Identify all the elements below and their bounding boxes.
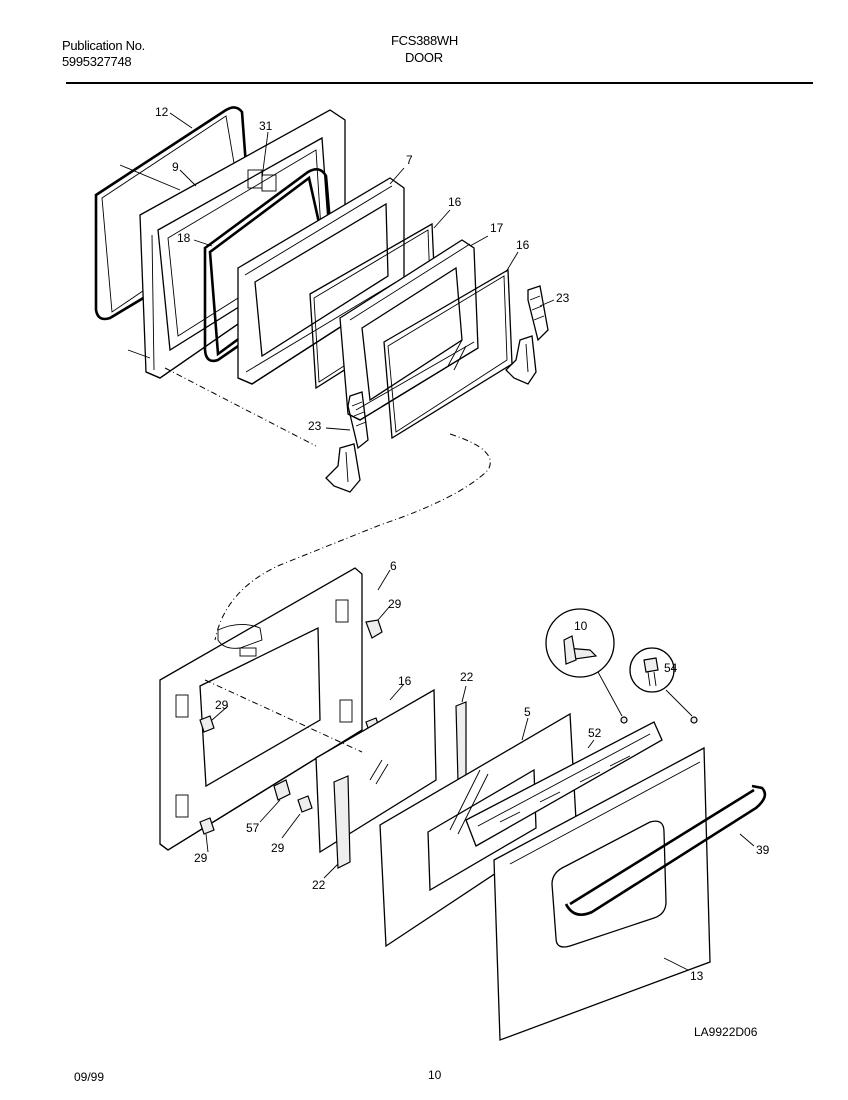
callout-7: 7 [406,153,413,167]
door-handle-39 [564,784,767,916]
callout-10: 10 [574,619,588,633]
callout-16-c: 16 [398,674,412,688]
outer-door-13 [493,746,711,1041]
callout-6: 6 [390,559,397,573]
section-title: DOOR [405,50,443,65]
callout-31: 31 [259,119,273,133]
callout-23-left: 23 [308,419,322,433]
callout-22-top: 22 [460,670,474,684]
callout-16-b: 16 [516,238,530,252]
screw-54-detail [629,647,675,693]
callout-13: 13 [690,969,704,983]
callout-54: 54 [664,661,678,675]
hinge-right [505,285,549,385]
callout-57: 57 [246,821,260,835]
callout-16-a: 16 [448,195,462,209]
hinge-left [325,391,369,493]
vent-trim-52 [465,721,663,847]
bracket-22-right [455,701,467,783]
header-rule [66,82,813,84]
callout-9: 9 [172,160,179,174]
inner-door-panel [159,567,363,851]
callout-5: 5 [524,705,531,719]
screw-10-detail [545,608,615,678]
callout-22-bottom: 22 [312,878,326,892]
callout-52: 52 [588,726,602,740]
callout-39: 39 [756,843,770,857]
callout-29-c: 29 [271,841,285,855]
callout-17: 17 [490,221,504,235]
page-number: 10 [428,1068,442,1082]
callout-29-d: 29 [194,851,208,865]
callout-29-a: 29 [388,597,402,611]
model-number: FCS388WH [391,33,458,48]
publication-label: Publication No. [62,38,145,53]
callout-23-right: 23 [556,291,570,305]
callout-18: 18 [177,231,191,245]
diagram-code: LA9922D06 [694,1025,758,1039]
footer-date: 09/99 [74,1070,105,1084]
publication-number: 5995327748 [62,54,132,69]
bracket-22-left [333,775,351,869]
callout-29-b: 29 [215,698,229,712]
callout-12: 12 [155,105,169,119]
